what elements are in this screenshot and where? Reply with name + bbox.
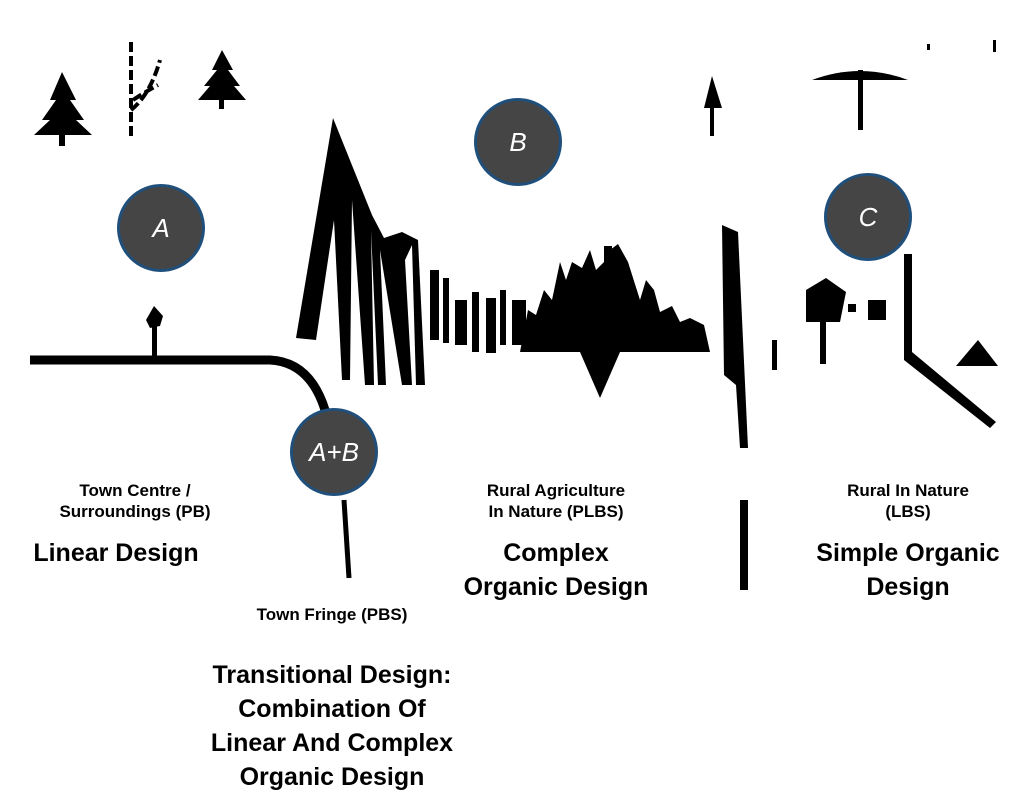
rural-agriculture-label: Rural Agriculture In Nature (PLBS) <box>486 481 626 521</box>
complex-organic-heading: Complex Organic Design <box>463 539 649 601</box>
small-tree-icon <box>704 76 722 136</box>
badge-a: A <box>117 184 205 272</box>
badge-a-plus-b: A+B <box>290 408 378 496</box>
linear-road-line <box>30 355 330 412</box>
town-fringe-label: Town Fringe (PBS) <box>256 605 408 624</box>
linear-design-heading: Linear Design <box>33 539 199 567</box>
umbrella-tree-icon <box>812 70 908 130</box>
pine-tree-icon <box>198 50 246 109</box>
simple-organic-shape <box>806 254 998 428</box>
small-tree-icon <box>146 306 163 356</box>
bare-tree-icon <box>129 42 162 136</box>
town-centre-label: Town Centre / Surroundings (PB) <box>59 481 211 521</box>
transitional-design-heading: Transitional Design: Combination Of Line… <box>210 661 454 791</box>
fringe-road-line <box>341 499 352 579</box>
rural-nature-label: Rural In Nature (LBS) <box>847 481 969 521</box>
pine-tree-icon <box>34 72 92 146</box>
badge-b: B <box>474 98 562 186</box>
badge-c: C <box>824 173 912 261</box>
simple-organic-heading: Simple Organic Design <box>816 539 1000 601</box>
tiny-marks <box>927 40 996 52</box>
complex-skyline-shape <box>296 118 777 590</box>
